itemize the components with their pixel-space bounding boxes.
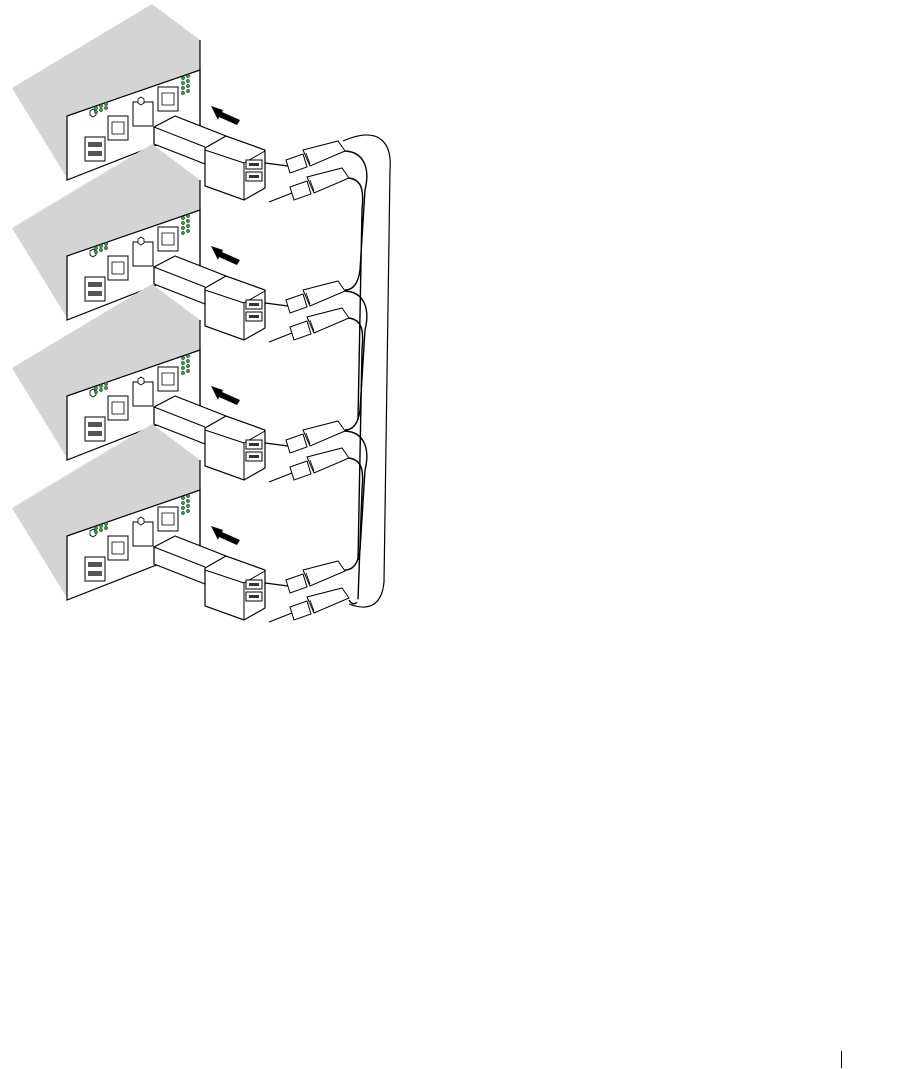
led-icon xyxy=(104,246,107,249)
led-icon xyxy=(181,216,184,219)
usb-port xyxy=(85,417,105,441)
led-icon xyxy=(99,528,102,531)
cable-icon xyxy=(265,281,345,313)
led-icon xyxy=(186,504,189,507)
led-icon xyxy=(99,384,102,387)
arrow-icon xyxy=(211,386,240,405)
usb-port xyxy=(85,277,105,301)
rj45-port xyxy=(108,396,128,420)
led-icon xyxy=(181,91,184,94)
cable-icon xyxy=(269,448,349,482)
mgmt-port xyxy=(158,87,178,111)
led-icon xyxy=(186,509,189,512)
led-icon xyxy=(104,106,107,109)
led-icon xyxy=(186,74,189,77)
led-icon xyxy=(181,81,184,84)
arrow-icon xyxy=(211,526,240,545)
led-icon xyxy=(181,366,184,369)
mgmt-port xyxy=(158,227,178,251)
switch-units xyxy=(12,4,349,622)
led-icon xyxy=(186,89,189,92)
switch-unit-4 xyxy=(12,424,349,622)
led-icon xyxy=(186,219,189,222)
led-icon xyxy=(94,246,97,249)
led-icon xyxy=(186,214,189,217)
led-icon xyxy=(94,526,97,529)
led-icon xyxy=(181,356,184,359)
led-icon xyxy=(186,229,189,232)
led-icon xyxy=(181,506,184,509)
led-icon xyxy=(181,76,184,79)
led-icon xyxy=(186,224,189,227)
led-icon xyxy=(104,242,107,245)
cable-icon xyxy=(265,561,345,593)
cable-icon xyxy=(349,178,363,420)
led-icon xyxy=(104,382,107,385)
led-icon xyxy=(94,110,97,113)
rj45-port xyxy=(108,256,128,280)
led-icon xyxy=(99,244,102,247)
led-icon xyxy=(181,86,184,89)
cable-icon xyxy=(345,151,367,290)
cable-icon xyxy=(349,458,363,604)
mgmt-port xyxy=(158,507,178,531)
led-icon xyxy=(186,369,189,372)
led-icon xyxy=(104,386,107,389)
led-icon xyxy=(181,231,184,234)
arrow-icon xyxy=(211,246,240,265)
led-icon xyxy=(186,359,189,362)
led-icon xyxy=(94,250,97,253)
led-icon xyxy=(94,390,97,393)
led-icon xyxy=(181,371,184,374)
led-icon xyxy=(99,104,102,107)
stack-port xyxy=(133,242,153,266)
led-icon xyxy=(99,108,102,111)
stack-cables xyxy=(343,135,390,607)
led-icon xyxy=(181,501,184,504)
led-icon xyxy=(99,388,102,391)
cable-icon xyxy=(269,588,349,622)
cable-icon xyxy=(265,421,345,453)
cable-icon xyxy=(345,291,367,430)
led-icon xyxy=(181,226,184,229)
led-icon xyxy=(104,522,107,525)
led-icon xyxy=(186,364,189,367)
stack-port xyxy=(133,102,153,126)
stack-port xyxy=(133,522,153,546)
page-marker-rule xyxy=(841,1051,842,1068)
led-icon xyxy=(99,248,102,251)
led-icon xyxy=(181,361,184,364)
led-icon xyxy=(94,386,97,389)
led-icon xyxy=(186,499,189,502)
led-icon xyxy=(186,79,189,82)
mgmt-port xyxy=(158,367,178,391)
usb-port xyxy=(85,557,105,581)
usb-port xyxy=(85,137,105,161)
cable-icon xyxy=(345,431,367,570)
rj45-port xyxy=(108,536,128,560)
led-icon xyxy=(186,84,189,87)
led-icon xyxy=(181,496,184,499)
cable-icon xyxy=(265,141,345,173)
led-icon xyxy=(186,354,189,357)
led-icon xyxy=(99,524,102,527)
arrow-icon xyxy=(211,106,240,125)
cable-icon xyxy=(269,308,349,342)
led-icon xyxy=(186,494,189,497)
led-icon xyxy=(181,221,184,224)
rj45-port xyxy=(108,116,128,140)
led-icon xyxy=(94,530,97,533)
led-icon xyxy=(104,102,107,105)
stack-port xyxy=(133,382,153,406)
cable-icon xyxy=(345,139,386,601)
cable-icon xyxy=(269,168,349,202)
led-icon xyxy=(104,526,107,529)
led-icon xyxy=(94,106,97,109)
led-icon xyxy=(181,511,184,514)
